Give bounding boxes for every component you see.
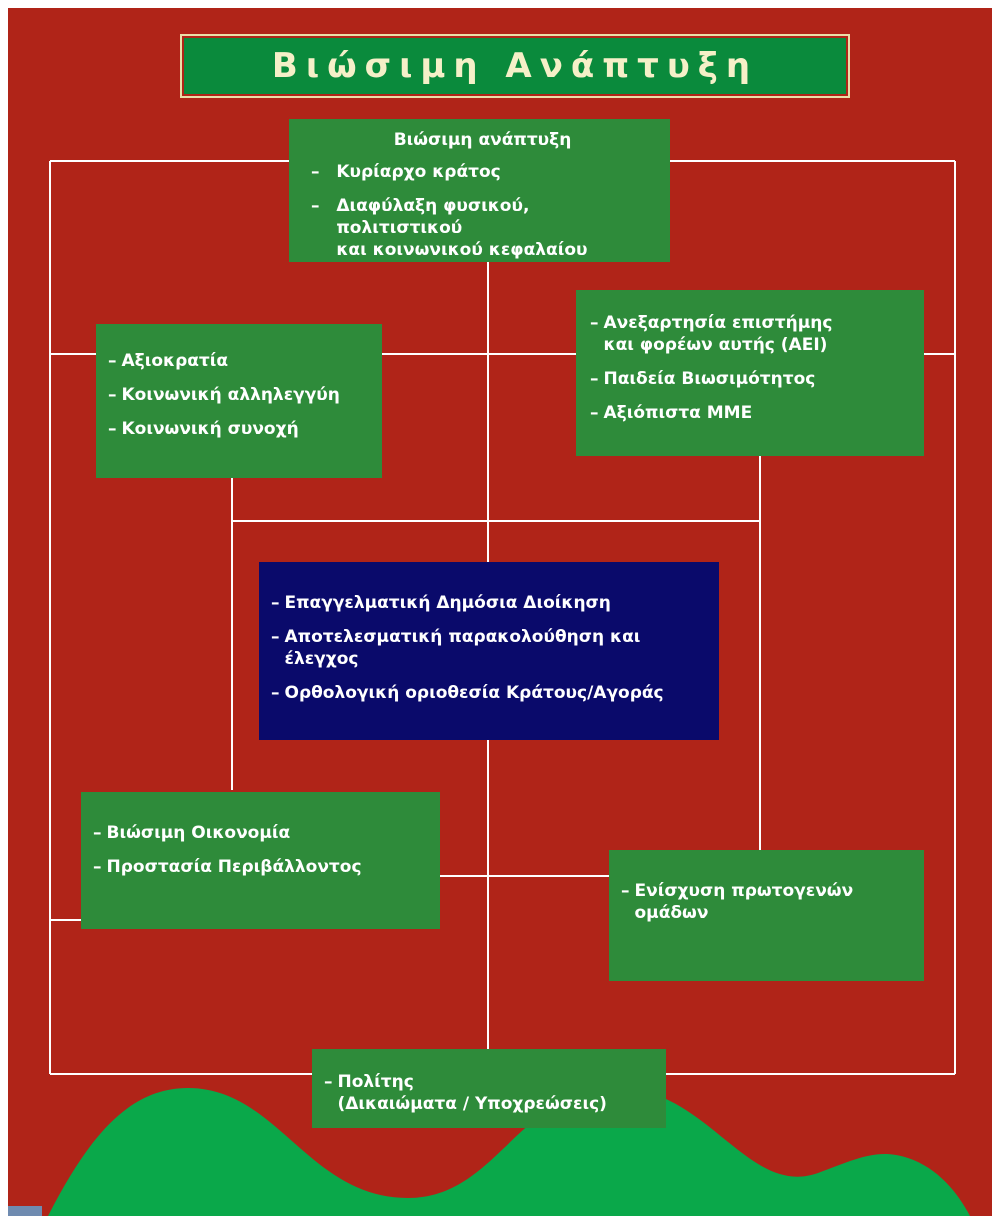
list-item: –Ανεξαρτησία επιστήμης και φορέων αυτής …	[590, 313, 833, 356]
list-item: –Προστασία Περιβάλλοντος	[93, 857, 362, 878]
list-item: –Ορθολογική οριοθεσία Κράτους/Αγοράς	[271, 683, 664, 704]
green-hills	[48, 1088, 970, 1216]
list-item: – Διαφύλαξη φυσικού, πολιτιστικού και κο…	[311, 196, 588, 261]
list-item: –Βιώσιμη Οικονομία	[93, 823, 291, 843]
list-item: –Κοινωνική αλληλεγγύη	[108, 385, 340, 406]
box-meritocracy: –Αξιοκρατία –Κοινωνική αλληλεγγύη –Κοινω…	[96, 324, 382, 478]
list-item: –Αξιοκρατία	[108, 351, 229, 371]
title-frame	[180, 34, 850, 98]
list-item: –Επαγγελματική Δημόσια Διοίκηση	[271, 593, 611, 613]
list-item: –Ενίσχυση πρωτογενών ομάδων	[621, 881, 854, 924]
list-item: –Αξιόπιστα ΜΜΕ	[590, 403, 753, 424]
box-primary-groups: –Ενίσχυση πρωτογενών ομάδων	[609, 850, 924, 981]
list-item: –Παιδεία Βιωσιμότητος	[590, 369, 816, 390]
box-sustainable-economy: –Βιώσιμη Οικονομία –Προστασία Περιβάλλον…	[81, 792, 440, 929]
diagram-canvas: Βιώσιμη Ανάπτυξη Βιώσιμη ανάπτυξη – Κυρί…	[8, 8, 992, 1216]
box-heading: Βιώσιμη ανάπτυξη	[393, 130, 572, 150]
list-item: – Κυρίαρχο κράτος	[311, 162, 501, 183]
corner-mark	[8, 1206, 42, 1216]
list-item: –Πολίτης (Δικαιώματα / Υποχρεώσεις)	[324, 1072, 607, 1115]
list-item: –Κοινωνική συνοχή	[108, 419, 299, 440]
box-citizen: –Πολίτης (Δικαιώματα / Υποχρεώσεις)	[312, 1049, 666, 1128]
diagram-title: Βιώσιμη Ανάπτυξη	[271, 46, 759, 86]
box-sustainable-development: Βιώσιμη ανάπτυξη – Κυρίαρχο κράτος – Δια…	[289, 119, 670, 262]
list-item: –Αποτελεσματική παρακολούθηση και έλεγχο…	[271, 627, 641, 670]
box-public-administration: –Επαγγελματική Δημόσια Διοίκηση –Αποτελε…	[259, 562, 719, 740]
box-science-independence: –Ανεξαρτησία επιστήμης και φορέων αυτής …	[576, 290, 924, 456]
connector-lines	[49, 160, 956, 1075]
title-banner: Βιώσιμη Ανάπτυξη	[184, 38, 846, 94]
